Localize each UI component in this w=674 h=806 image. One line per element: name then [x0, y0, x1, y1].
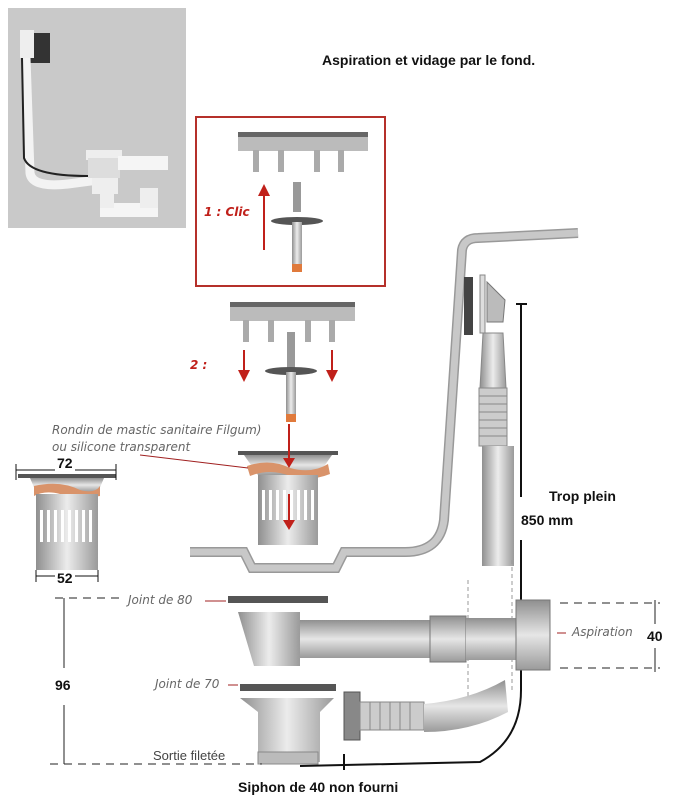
- trop-plein-label: Trop plein: [549, 488, 616, 504]
- arrow-up-icon: [258, 184, 270, 250]
- mastic-leader-line: [139, 454, 249, 469]
- aspiration-label: Aspiration: [572, 625, 633, 639]
- siphon-label: Siphon de 40 non fourni: [238, 779, 399, 795]
- mastic-note-line1: Rondin de mastic sanitaire Filgum): [52, 423, 262, 437]
- bath-waste-kit-illustration: [20, 30, 168, 217]
- arrow-down-icon: [238, 350, 338, 382]
- dimension-top-width: 72: [55, 455, 75, 471]
- bathtub-wall: [190, 228, 579, 573]
- dimension-40: [560, 600, 660, 672]
- drain-detail: [15, 464, 117, 582]
- aspiration-pipe: [228, 596, 551, 671]
- overflow-assembly: [464, 274, 514, 566]
- siphon-outlet: [240, 680, 508, 765]
- product-photo: [8, 8, 186, 228]
- dimension-pipe-diameter: 40: [647, 628, 663, 644]
- strainer-cap-2: [230, 302, 355, 342]
- sortie-label: Sortie filetée: [153, 748, 226, 763]
- diagram-title: Aspiration et vidage par le fond.: [322, 52, 536, 68]
- step2-label: 2 :: [190, 358, 208, 372]
- plunger-1: [271, 182, 323, 272]
- plunger-2: [265, 332, 317, 422]
- overflow-dimension-line: [299, 303, 527, 767]
- drain-body: [238, 424, 338, 545]
- dimension-height: 96: [55, 677, 71, 693]
- mastic-note-line2: ou silicone transparent: [52, 440, 191, 454]
- dimension-overflow: 850 mm: [521, 512, 574, 528]
- strainer-cap-1: [238, 132, 368, 172]
- step1-label: 1 : Clic: [204, 205, 250, 219]
- joint70-label: Joint de 70: [155, 677, 220, 691]
- joint80-label: Joint de 80: [128, 593, 193, 607]
- dimension-96: [50, 597, 262, 765]
- step1-box: [195, 116, 386, 287]
- dimension-bottom-width: 52: [55, 570, 75, 586]
